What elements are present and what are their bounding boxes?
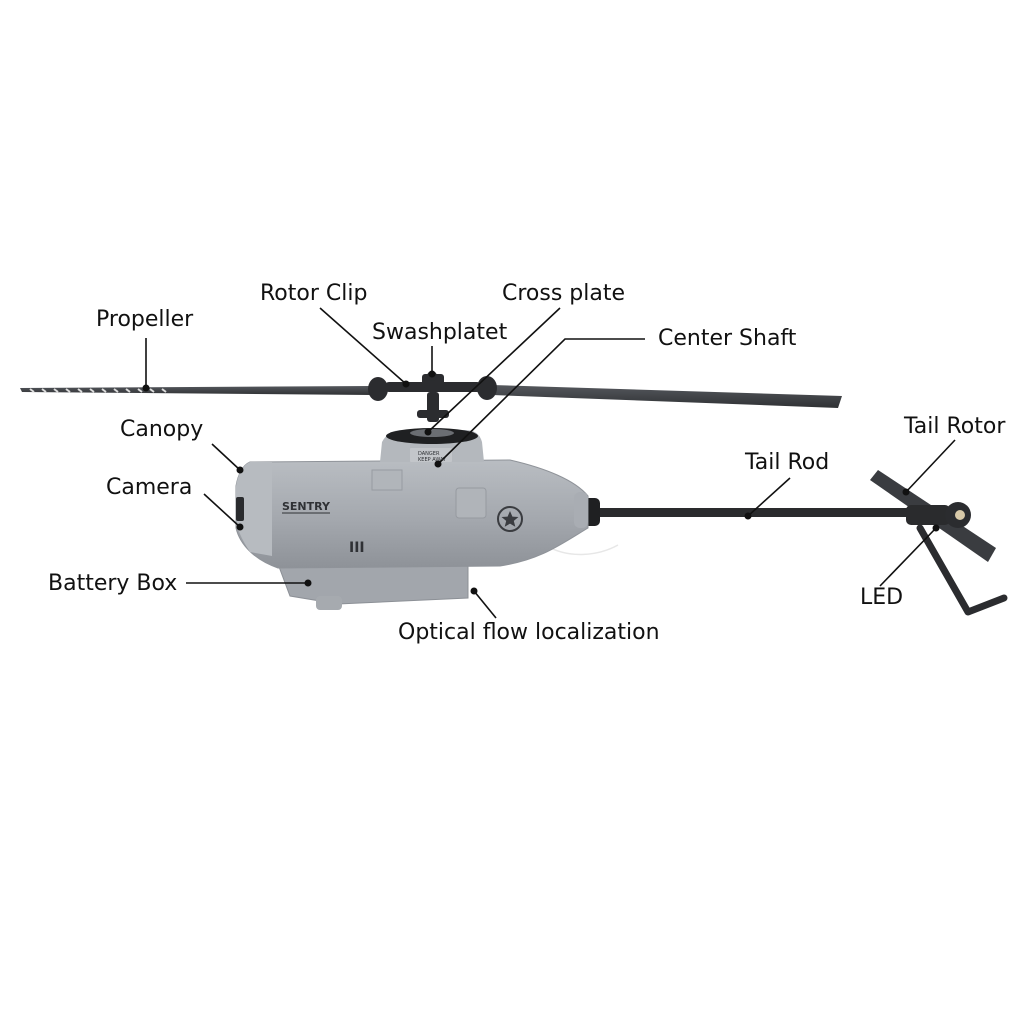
label-led: LED xyxy=(860,585,904,610)
callout-lines xyxy=(145,307,956,619)
label-rotor-clip: Rotor Clip xyxy=(260,281,368,306)
warning-sticker xyxy=(410,448,452,462)
label-battery-box: Battery Box xyxy=(48,571,178,596)
brand-decal: SENTRY xyxy=(282,500,331,513)
label-camera: Camera xyxy=(106,475,193,500)
led-leader xyxy=(879,527,937,587)
mast-housing xyxy=(380,428,484,462)
camera-lens xyxy=(236,497,244,521)
main-rotor-blades xyxy=(20,385,842,408)
tail-rotor-leader xyxy=(905,439,956,493)
rotor-clip-left xyxy=(368,377,388,401)
optical-flow-leader xyxy=(473,590,497,619)
label-canopy: Canopy xyxy=(120,417,204,442)
left-blade xyxy=(20,386,372,395)
star-roundel xyxy=(497,506,523,532)
battery-box-shape xyxy=(277,563,469,610)
side-mark: III xyxy=(349,540,365,556)
canopy-leader xyxy=(211,443,241,471)
tail-motor-mount xyxy=(906,505,950,525)
label-cross-plate: Cross plate xyxy=(502,281,626,306)
cross-plate-leader xyxy=(427,307,561,433)
tail-rod-leader xyxy=(747,477,791,517)
rotor-head xyxy=(368,371,497,422)
callout-dots xyxy=(142,370,940,595)
rotor-clip-leader xyxy=(319,307,407,385)
tail-skid xyxy=(916,524,1008,616)
mast-top-inner xyxy=(410,429,454,437)
swashplate-ring xyxy=(417,410,449,418)
label-optical-flow-localization: Optical flow localization xyxy=(398,620,660,645)
tail-rotor xyxy=(870,470,1008,616)
battery-latch xyxy=(316,596,342,610)
label-tail-rotor: Tail Rotor xyxy=(904,414,1006,439)
hatch-top xyxy=(371,469,403,491)
camera-leader xyxy=(203,493,241,528)
label-propeller: Propeller xyxy=(96,307,194,332)
warning-text-1: DANGER xyxy=(418,451,440,457)
label-tail-rod: Tail Rod xyxy=(745,450,830,475)
nose-tip xyxy=(574,492,588,528)
label-center-shaft: Center Shaft xyxy=(658,326,797,351)
right-blade xyxy=(492,385,842,408)
star-icon xyxy=(501,511,519,527)
tail-rod xyxy=(584,498,915,526)
canopy-front xyxy=(236,462,272,556)
label-swashplatet: Swashplatet xyxy=(372,320,508,345)
warning-text-2: KEEP AWAY xyxy=(418,457,447,463)
blade-tip-stripes xyxy=(29,388,167,393)
led-light xyxy=(955,510,965,520)
fuselage xyxy=(235,459,589,569)
side-panel xyxy=(455,487,487,519)
center-shaft-leader xyxy=(437,338,645,465)
